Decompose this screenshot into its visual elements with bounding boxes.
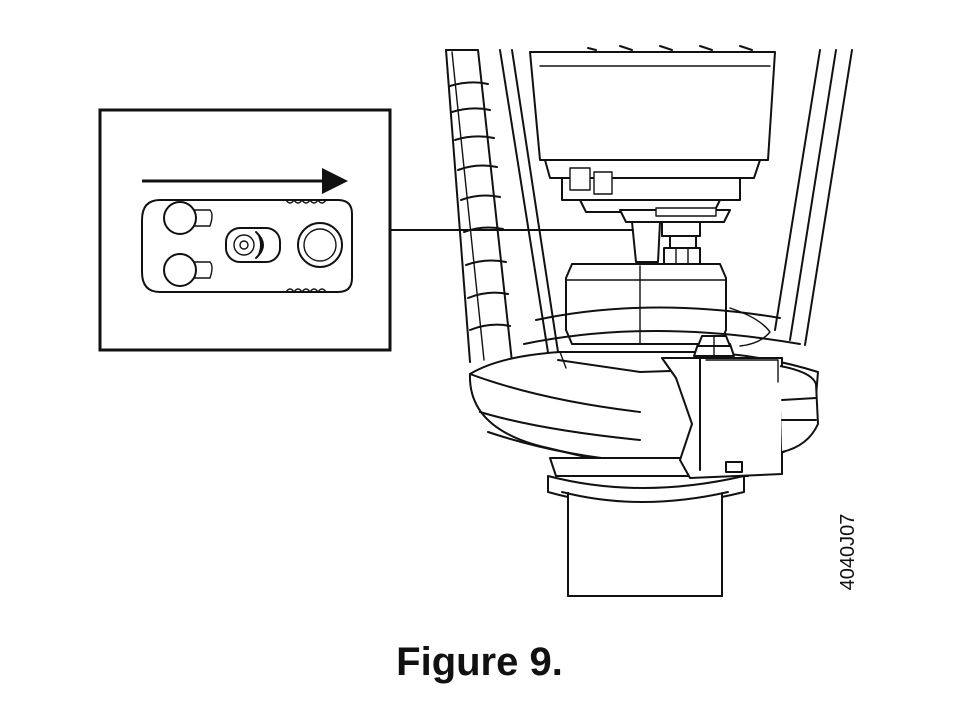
clamp-bolt [693, 335, 735, 357]
clamp-bracket [661, 357, 819, 479]
housing-struts [499, 49, 853, 366]
collar-ring [523, 306, 801, 347]
mounting-bracket [561, 167, 741, 213]
valve-assembly [445, 45, 853, 597]
housing-left-ribbed-flank [445, 49, 513, 363]
outlet-pipe [547, 475, 745, 597]
figure-caption: Figure 9. [396, 640, 563, 684]
indicator-plate [141, 199, 353, 293]
valve-stem-coupling [619, 207, 731, 271]
actuator-cylinder [529, 45, 776, 179]
arrow-right-icon [142, 168, 348, 194]
detail-inset [98, 108, 392, 352]
part-number-label: 4040J07 [837, 513, 859, 591]
